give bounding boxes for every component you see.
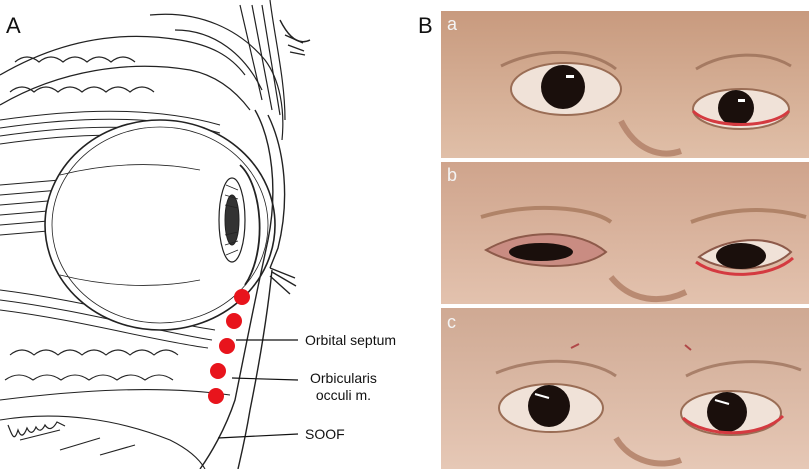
orbicularis-label: Orbicularis occuli m. — [310, 370, 377, 404]
photo-c-label: c — [447, 312, 456, 333]
orbital-septum-label: Orbital septum — [305, 332, 396, 349]
orbicularis-label-line2: occuli m. — [310, 387, 377, 404]
injection-marker — [208, 388, 224, 404]
soof-label: SOOF — [305, 426, 345, 443]
patient-photo-a — [441, 11, 809, 158]
panel-a-label: A — [6, 13, 21, 39]
injection-marker — [210, 363, 226, 379]
patient-photo-b — [441, 162, 809, 304]
orbicularis-label-line1: Orbicularis — [310, 370, 377, 387]
injection-marker — [219, 338, 235, 354]
photo-b-label: b — [447, 165, 457, 186]
injection-marker — [234, 289, 250, 305]
injection-marker — [226, 313, 242, 329]
photo-a-label: a — [447, 14, 457, 35]
panel-b-label: B — [418, 13, 433, 39]
patient-photo-c — [441, 308, 809, 469]
